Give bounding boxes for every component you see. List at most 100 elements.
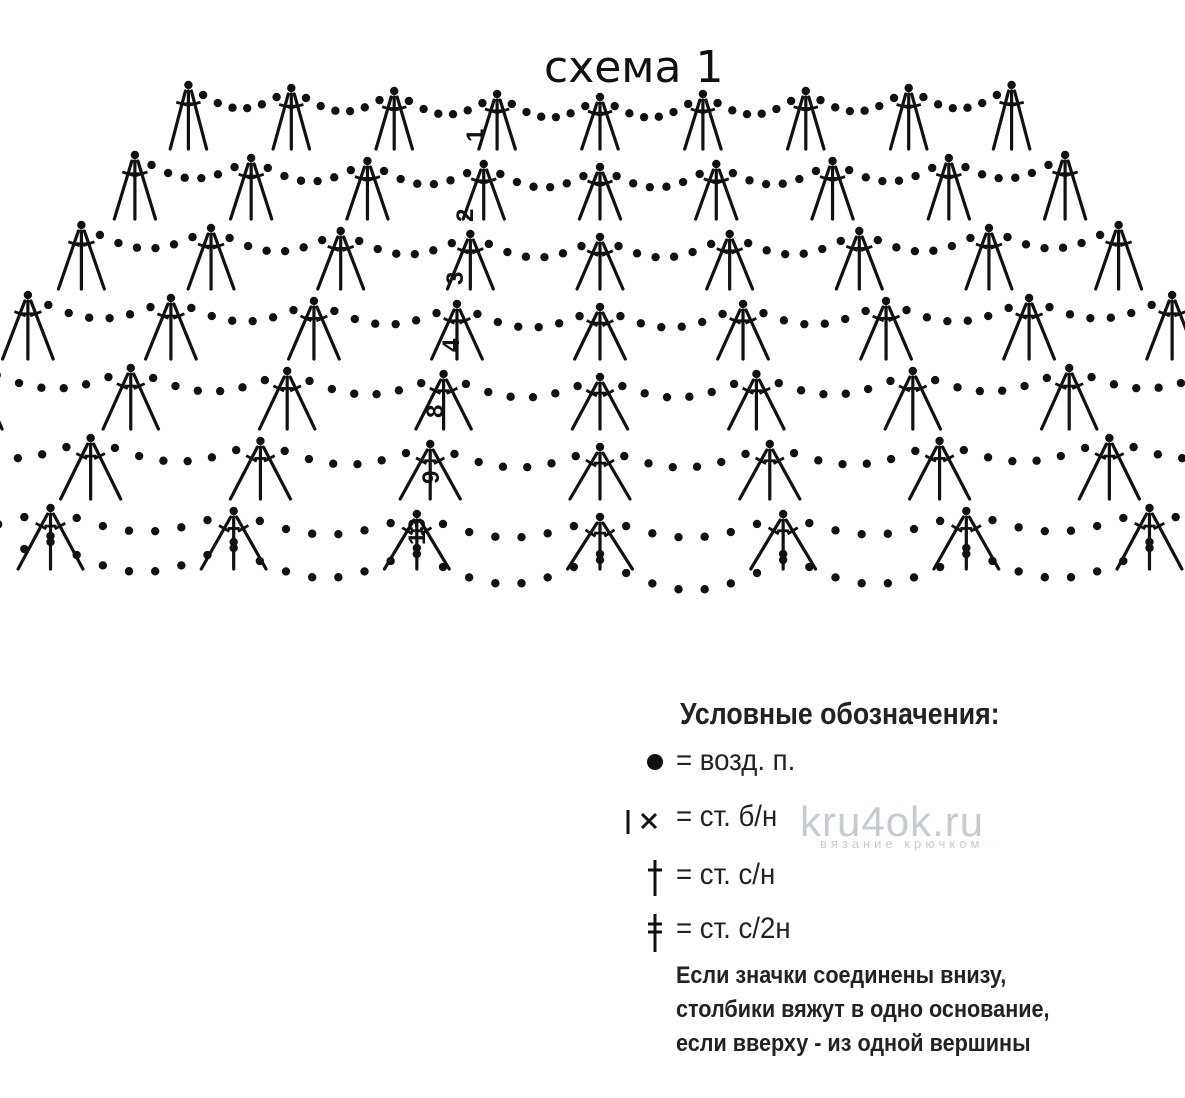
chain-stitch xyxy=(678,177,688,187)
double-crochet-stitch xyxy=(1173,299,1185,332)
chain-stitch xyxy=(752,369,761,379)
chain-stitch xyxy=(493,317,503,327)
chain-stitch xyxy=(1153,450,1163,459)
chain-stitch xyxy=(831,103,840,112)
chain-stitch xyxy=(545,182,555,192)
chain-stitch xyxy=(729,379,739,389)
chain-stitch xyxy=(184,80,193,90)
double-crochet-stitch xyxy=(189,89,209,151)
stitch-crossbar xyxy=(587,179,600,187)
chain-stitch xyxy=(1024,293,1034,303)
chain-stitch xyxy=(543,573,552,582)
stitch-crossbar xyxy=(291,103,304,110)
double-crochet-stitch xyxy=(694,168,715,221)
stitch-crossbar xyxy=(860,244,873,252)
chain-stitch xyxy=(551,389,560,398)
chain-stitch xyxy=(1056,451,1066,461)
chain-stitch xyxy=(77,220,86,230)
chain-stitch xyxy=(569,521,579,531)
stitch-crossbar xyxy=(471,247,484,255)
chain-stitch xyxy=(988,556,997,566)
chain-stitch xyxy=(257,100,267,109)
double-crochet-stitch xyxy=(810,165,832,221)
double-crochet-stitch xyxy=(757,378,786,431)
chain-stitch xyxy=(328,459,338,468)
chain-stitch xyxy=(229,506,238,516)
double-crochet-stitch xyxy=(991,89,1011,151)
chain-stitch xyxy=(268,313,278,322)
crochet-diagram xyxy=(0,80,1185,594)
single-crochet-icon xyxy=(626,810,658,834)
chain-stitch xyxy=(840,314,850,324)
chain-stitch xyxy=(621,521,631,531)
chain-stitch xyxy=(779,316,789,325)
chain-stitch xyxy=(126,363,135,373)
double-crochet-stitch xyxy=(705,238,729,291)
stitch-crossbar xyxy=(845,244,859,252)
chain-stitch xyxy=(0,520,3,529)
chain-stitch xyxy=(412,509,422,519)
chain-stitch xyxy=(662,392,672,402)
chain-stitch xyxy=(1020,381,1029,391)
legend-note-line-3: если вверху - из одной вершины xyxy=(676,1030,1031,1057)
stitch-crossbar xyxy=(484,177,497,185)
chain-stitch xyxy=(860,106,869,115)
stitch-crossbar xyxy=(54,522,66,531)
chain-stitch xyxy=(372,389,381,399)
double-crochet-stitch xyxy=(252,162,274,221)
chain-stitch xyxy=(20,544,29,554)
stitch-crossbar xyxy=(433,456,446,465)
stitch-crossbar xyxy=(315,314,328,323)
chain-stitch xyxy=(654,112,663,121)
chain-stitch xyxy=(450,449,459,459)
chain-stitch xyxy=(757,109,766,118)
chain-stitch xyxy=(1042,373,1052,383)
chain-stitch xyxy=(707,387,716,397)
chain-stitch xyxy=(962,506,971,516)
chain-stitch xyxy=(280,446,289,456)
chain-stitch xyxy=(386,518,395,528)
double-crochet-stitch xyxy=(932,515,965,571)
chain-stitch xyxy=(373,244,382,254)
stitch-crossbar xyxy=(586,319,599,327)
chain-stitch xyxy=(595,555,605,565)
stitch-crossbar xyxy=(600,179,613,187)
stitch-crossbar xyxy=(754,456,767,465)
chain-stitch xyxy=(551,112,561,122)
chain-stitch xyxy=(765,439,774,449)
chain-stitch xyxy=(712,159,721,169)
stitch-crossbar xyxy=(188,100,201,107)
chain-stitch xyxy=(1105,433,1114,443)
chain-stitch xyxy=(543,529,552,538)
double-crochet-stitch xyxy=(577,171,599,221)
chain-stitch xyxy=(819,389,828,399)
stitch-crossbar xyxy=(602,389,615,398)
stitch-crossbar xyxy=(75,452,88,461)
chain-stitch xyxy=(498,462,508,471)
stitch-crossbar xyxy=(1015,312,1028,320)
chain-stitch xyxy=(892,243,901,252)
watermark-subtext: вязание крючком xyxy=(820,836,984,851)
stitch-crossbar xyxy=(401,526,414,536)
double-crochet-stitch xyxy=(498,98,517,151)
chain-stitch xyxy=(718,309,727,319)
chain-stitch xyxy=(726,527,736,537)
chain-stitch xyxy=(878,176,887,186)
stitch-crossbar xyxy=(887,314,901,323)
double-crochet-stitch xyxy=(785,95,805,151)
chain-stitch xyxy=(1066,573,1076,582)
double-crochet-stitch xyxy=(859,305,885,361)
chain-stitch xyxy=(206,223,216,233)
chain-stitch xyxy=(391,319,400,329)
chain-stitch xyxy=(14,378,24,388)
chain-stitch xyxy=(781,249,790,259)
stitch-crossbar xyxy=(1011,100,1025,107)
chain-stitch xyxy=(305,376,314,386)
chain-stitch xyxy=(1109,380,1119,389)
legend-treble-crochet-label: = ст. с/2н xyxy=(676,912,791,945)
chain-stitch xyxy=(805,518,814,528)
double-crochet-stitch xyxy=(601,171,623,221)
double-crochet-stitch xyxy=(784,518,818,571)
double-crochet-stitch xyxy=(1094,229,1118,291)
double-crochet-stitch xyxy=(727,378,756,431)
